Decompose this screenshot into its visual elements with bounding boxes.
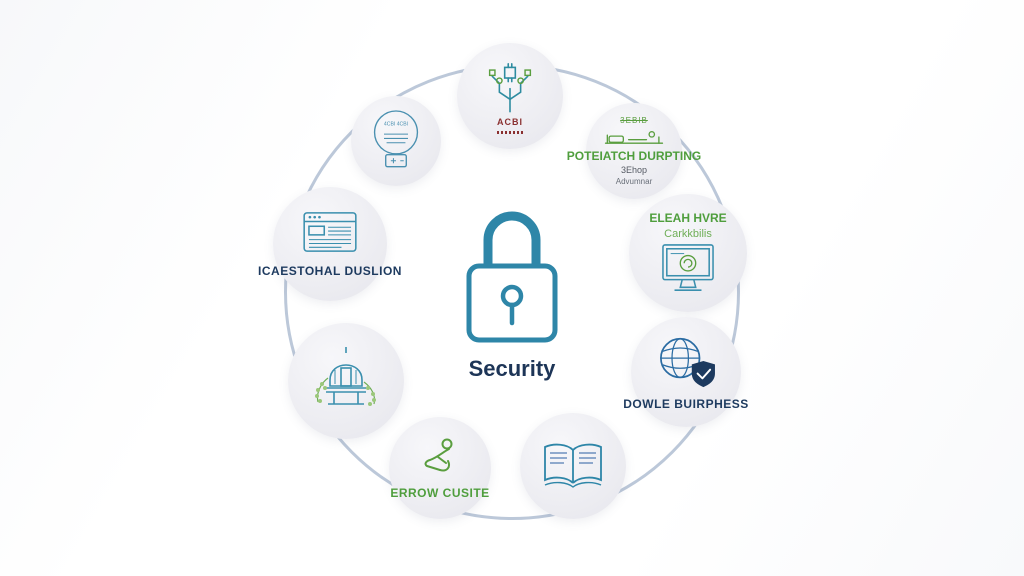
- circuit-tree-icon: [488, 63, 532, 113]
- node-poteiatch-sub1: 3Ehop: [620, 165, 648, 175]
- caption-tick-marks: [497, 131, 523, 134]
- sitting-person-icon: [424, 438, 453, 471]
- node-browser-label: ICAESTOHAL DUSLION: [258, 264, 402, 278]
- node-circuit-caption: ACBI: [497, 117, 523, 127]
- node-globe-label: DOWLE BUIRPHESS: [623, 397, 749, 411]
- node-monitor-title: ELEAH HVRE: [649, 211, 727, 225]
- center-security-label: Security: [468, 356, 556, 381]
- lantern-plant-icon: [315, 347, 376, 406]
- browser-window-icon: [303, 212, 357, 252]
- node-poteiatch-sub2: Advumnar: [615, 177, 653, 186]
- node-poteiatch: 3EBIB POTEIATCH DURPTING 3Ehop Advumnar: [567, 103, 701, 199]
- round-badge-icon: 4CBI 4CBI: [373, 110, 419, 168]
- node-monitor: ELEAH HVRE Carkkbilis: [629, 194, 747, 312]
- bed-sketch-icon: [604, 131, 664, 144]
- node-badge: 4CBI 4CBI: [351, 96, 441, 186]
- padlock-icon: [466, 211, 558, 343]
- globe-shield-icon: [660, 337, 715, 388]
- node-monitor-subtitle: Carkkbilis: [664, 228, 712, 240]
- node-globe-shield: DOWLE BUIRPHESS: [623, 317, 748, 427]
- node-browser: ICAESTOHAL DUSLION: [258, 187, 401, 301]
- node-book: [520, 413, 626, 519]
- node-lantern: [288, 323, 404, 439]
- badge-tiny-text: 4CBI 4CBI: [384, 122, 408, 128]
- node-person-label: ERROW CUSITE: [390, 485, 490, 500]
- open-book-icon: [544, 443, 602, 488]
- node-poteiatch-title: POTEIATCH DURPTING: [566, 149, 702, 163]
- node-person: ERROW CUSITE: [389, 417, 491, 519]
- monitor-icon: [662, 244, 714, 291]
- node-circuit: ACBI: [457, 43, 563, 149]
- scribble-text: 3EBIB: [620, 116, 648, 125]
